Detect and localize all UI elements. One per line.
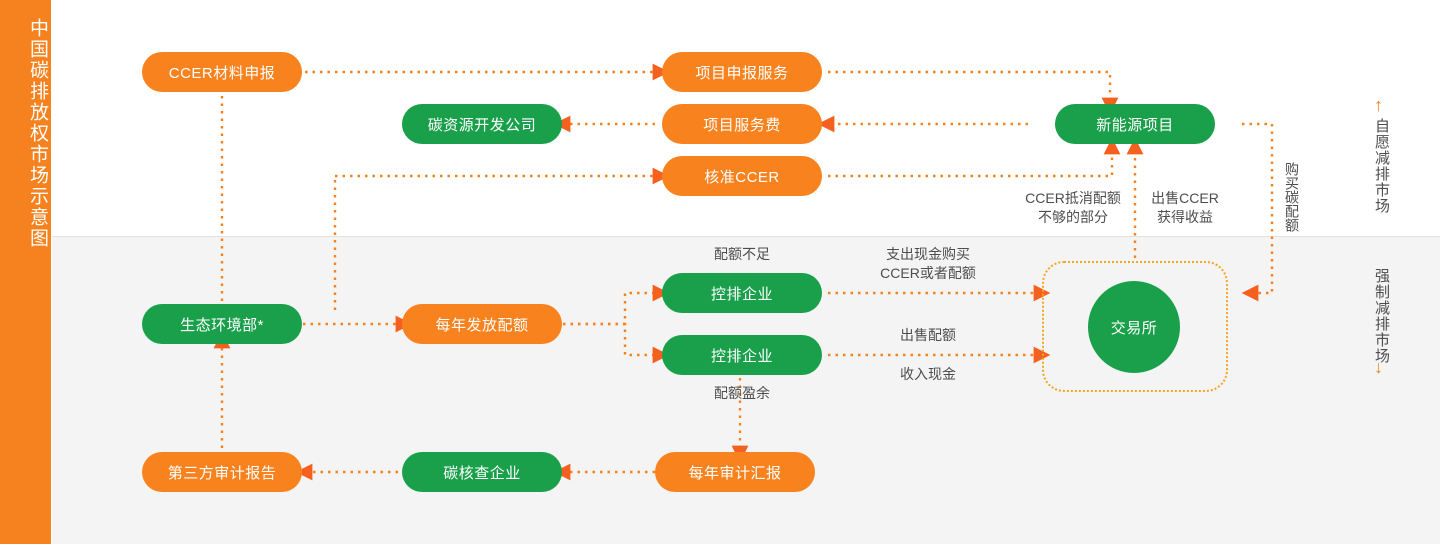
link-declare-service-to-new-energy: [828, 70, 1119, 115]
sidebar: 中国碳排放权市场示意图: [0, 0, 51, 544]
node-annual-allowance[interactable]: 每年发放配额: [402, 304, 562, 344]
voluntary-market-arrow-icon: ↑: [1374, 95, 1383, 115]
label-allowance-shortage: 配额不足: [714, 246, 770, 262]
node-label: 交易所: [1110, 319, 1158, 337]
link-new-energy-to-exchange-buy: [1241, 122, 1274, 302]
node-label: 第三方审计报告: [167, 464, 277, 482]
label-income-cash: 收入现金: [900, 366, 956, 382]
node-label: 项目服务费: [703, 116, 781, 134]
node-exchange[interactable]: 交易所: [1088, 281, 1180, 373]
node-label: 新能源项目: [1096, 116, 1174, 134]
node-label: 核准CCER: [704, 168, 780, 186]
label-buy-carbon-allowance: 购买碳配额: [1284, 162, 1300, 232]
node-label: 项目申报服务: [695, 64, 789, 82]
label-sell-allowance: 出售配额: [900, 327, 956, 343]
node-carbon-verification-company[interactable]: 碳核查企业: [402, 452, 562, 492]
mandatory-market-arrow-icon: ↓: [1374, 357, 1383, 377]
node-label: 生态环境部*: [180, 316, 264, 334]
node-controlled-enterprise-2[interactable]: 控排企业: [662, 335, 822, 375]
node-controlled-enterprise-1[interactable]: 控排企业: [662, 273, 822, 313]
link-approve-ccer-to-new-energy: [828, 137, 1121, 178]
page-title: 中国碳排放权市场示意图: [27, 18, 48, 249]
exchange-boundary: [1042, 261, 1228, 392]
node-label: 每年审计汇报: [688, 464, 782, 482]
node-ministry-environment[interactable]: 生态环境部*: [142, 304, 302, 344]
node-new-energy-project[interactable]: 新能源项目: [1055, 104, 1215, 144]
node-project-service-fee[interactable]: 项目服务费: [662, 104, 822, 144]
label-ccer-offset-line1: CCER抵消配额: [1025, 190, 1121, 206]
node-carbon-resource-dev-company[interactable]: 碳资源开发公司: [402, 104, 562, 144]
node-ccer-material[interactable]: CCER材料申报: [142, 52, 302, 92]
label-spend-cash-line1: 支出现金购买: [886, 246, 970, 262]
label-sell-ccer-line1: 出售CCER: [1151, 190, 1219, 206]
node-label: 碳核查企业: [443, 464, 521, 482]
node-third-party-audit-report[interactable]: 第三方审计报告: [142, 452, 302, 492]
node-label: 控排企业: [710, 347, 773, 365]
label-voluntary-market: 自愿减排市场: [1373, 118, 1390, 214]
label-spend-cash-line2: CCER或者配额: [880, 265, 976, 281]
node-approve-ccer[interactable]: 核准CCER: [662, 156, 822, 196]
label-allowance-surplus: 配额盈余: [714, 385, 770, 401]
label-mandatory-market: 强制减排市场: [1373, 268, 1390, 364]
link-allowance-to-enterprise-1: [563, 284, 670, 326]
label-ccer-offset-line2: 不够的部分: [1038, 209, 1108, 225]
node-label: 碳资源开发公司: [427, 116, 537, 134]
node-project-declare-service[interactable]: 项目申报服务: [662, 52, 822, 92]
node-label: CCER材料申报: [168, 64, 276, 82]
node-label: 控排企业: [710, 285, 773, 303]
label-sell-ccer-line2: 获得收益: [1157, 209, 1213, 225]
node-annual-audit-report[interactable]: 每年审计汇报: [655, 452, 815, 492]
link-allowance-to-enterprise-2: [563, 322, 670, 364]
node-label: 每年发放配额: [435, 316, 529, 334]
